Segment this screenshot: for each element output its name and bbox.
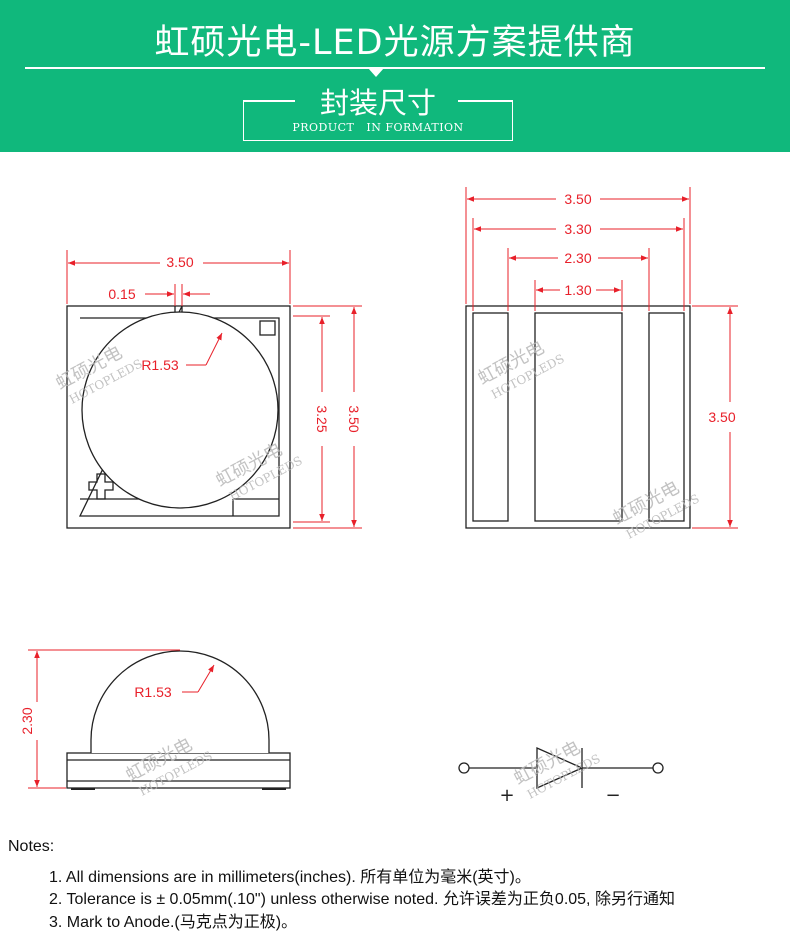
side-radius-label: R1.53 (134, 684, 172, 700)
pad-view-body (465, 305, 691, 529)
section-title: 封装尺寸 (319, 86, 436, 120)
diode-symbol: + − (458, 746, 664, 806)
top-height-label: 3.50 (346, 405, 362, 432)
dimension-drawing: 3.50 0.15 R1.53 3.25 3.50 (19, 187, 738, 806)
anode-terminal (458, 762, 470, 774)
header-pointer-icon (368, 68, 384, 77)
section-frame (243, 100, 513, 141)
top-inner-height-label: 3.25 (314, 405, 330, 432)
side-view: R1.53 2.30 (19, 649, 291, 790)
side-height-label: 2.30 (19, 707, 35, 734)
note-item: 1. All dimensions are in millimeters(inc… (49, 869, 531, 886)
left-pad (472, 312, 509, 522)
note-item: 3. Mark to Anode.(马克点为正极)。 (49, 914, 298, 931)
pad-view: 3.50 3.30 2.30 1.30 3.50 (465, 187, 738, 529)
notes-title: Notes: (8, 838, 55, 855)
cathode-terminal (652, 762, 664, 774)
page-title: 虹硕光电-LED光源方案提供商 (154, 23, 636, 63)
top-gap-label: 0.15 (108, 286, 135, 302)
anode-sign: + (499, 785, 514, 806)
top-width-label: 3.50 (166, 254, 193, 270)
pad-height-label: 3.50 (708, 409, 735, 425)
right-pad (648, 312, 685, 522)
top-view: 3.50 0.15 R1.53 3.25 3.50 (66, 250, 362, 529)
pad-outer-width-label: 3.50 (564, 191, 591, 207)
top-radius-label: R1.53 (141, 357, 179, 373)
center-pad (534, 312, 623, 522)
section-frame-left-line (243, 100, 295, 102)
pad-center-span-label: 1.30 (564, 282, 591, 298)
header-divider (25, 67, 765, 69)
cathode-sign: − (605, 785, 620, 806)
corner-mark-square (259, 320, 276, 336)
header-banner (0, 0, 790, 152)
diode-triangle (536, 746, 584, 790)
pad-mid-span-label: 2.30 (564, 250, 591, 266)
note-item: 2. Tolerance is ± 0.05mm(.10") unless ot… (49, 891, 675, 908)
side-view-dome (90, 650, 270, 753)
section-subtitle: PRODUCT IN FORMATION (292, 121, 464, 134)
section-frame-right-line (458, 100, 513, 102)
anode-mark-cross (88, 473, 114, 500)
pad-inner-width-label: 3.30 (564, 221, 591, 237)
lens-circle (81, 311, 279, 509)
top-view-body (66, 305, 291, 529)
